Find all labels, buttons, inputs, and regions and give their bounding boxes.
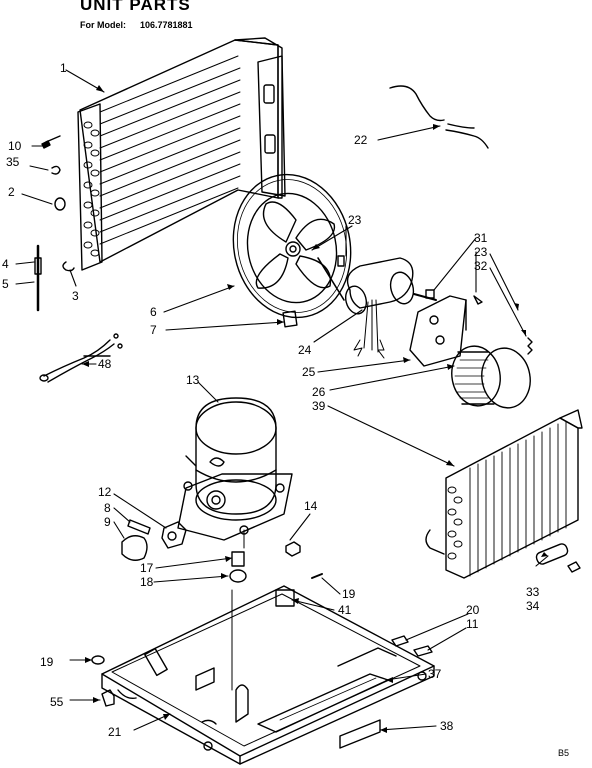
callout-26: 26 <box>312 385 326 399</box>
callout-14: 14 <box>304 499 318 513</box>
base-pan <box>102 586 434 764</box>
terminal-cover-parts <box>122 520 186 560</box>
callout-22: 22 <box>354 133 368 147</box>
callout-8: 8 <box>104 501 111 515</box>
callout-39: 39 <box>312 399 326 413</box>
callout-2: 2 <box>8 185 15 199</box>
clip-part-23 <box>338 256 344 266</box>
bracket-part-11 <box>414 646 432 656</box>
callout-23-right: 23 <box>474 245 488 259</box>
fan-motor <box>318 258 436 358</box>
callout-6: 6 <box>150 305 157 319</box>
callout-4: 4 <box>2 257 9 271</box>
clip-part-35 <box>52 166 60 174</box>
grommet-part-17 <box>232 552 244 566</box>
callout-20: 20 <box>466 603 480 617</box>
callout-18: 18 <box>140 575 154 589</box>
callout-1: 1 <box>60 61 67 75</box>
part-19-screw <box>312 574 322 578</box>
screw-part-32 <box>474 296 482 304</box>
callout-19-lower: 19 <box>40 655 54 669</box>
callout-32: 32 <box>474 259 488 273</box>
evaporator-coil <box>426 410 582 578</box>
callout-35: 35 <box>6 155 20 169</box>
callout-10: 10 <box>8 139 22 153</box>
blower-wheel <box>447 342 535 411</box>
bracket-part-20 <box>392 636 408 646</box>
callout-24: 24 <box>298 343 312 357</box>
grommet-part-2 <box>55 198 65 210</box>
callout-48: 48 <box>98 357 112 371</box>
fan-shroud <box>220 164 363 329</box>
filter-part-33 <box>535 542 569 565</box>
callout-37: 37 <box>428 667 442 681</box>
callout-25: 25 <box>302 365 316 379</box>
page-code: B5 <box>558 748 570 758</box>
callout-11: 11 <box>466 617 479 631</box>
callout-12: 12 <box>98 485 112 499</box>
callout-3: 3 <box>72 289 79 303</box>
callout-38: 38 <box>440 719 454 733</box>
callout-23-upper: 23 <box>348 213 362 227</box>
plug-part-19b <box>92 656 104 664</box>
grommet-part-18 <box>230 570 246 582</box>
screw-part-10 <box>42 136 60 148</box>
callout-9: 9 <box>104 515 111 529</box>
condenser-coil <box>78 38 285 270</box>
leader-arrowheads <box>82 85 548 733</box>
callout-21: 21 <box>108 725 122 739</box>
wire-harness <box>40 334 122 382</box>
callout-31: 31 <box>474 231 488 245</box>
model-label: For Model: <box>80 20 126 30</box>
callout-17: 17 <box>140 561 154 575</box>
model-line: For Model: 106.7781881 <box>80 20 193 30</box>
callout-33: 33 <box>526 585 540 599</box>
motor-mount-bracket <box>410 296 466 366</box>
callout-34: 34 <box>526 599 540 613</box>
callout-5: 5 <box>2 277 9 291</box>
compressor <box>178 398 292 548</box>
spring-part-23b <box>528 338 532 354</box>
callout-41: 41 <box>338 603 352 617</box>
callout-19-upper: 19 <box>342 587 356 601</box>
callout-13: 13 <box>186 373 200 387</box>
callout-7: 7 <box>150 323 157 337</box>
model-number: 106.7781881 <box>140 20 193 30</box>
diagram-title: UNIT PARTS <box>80 0 191 14</box>
thermostat-bulb-part-4-5 <box>35 246 41 310</box>
nut-part-31 <box>426 290 434 298</box>
clip-part-55 <box>102 690 114 706</box>
clip-part-34 <box>568 562 580 572</box>
nut-part-14 <box>286 542 300 556</box>
clip-part-3 <box>63 262 74 271</box>
refrigerant-tube <box>390 86 488 148</box>
callout-55: 55 <box>50 695 64 709</box>
